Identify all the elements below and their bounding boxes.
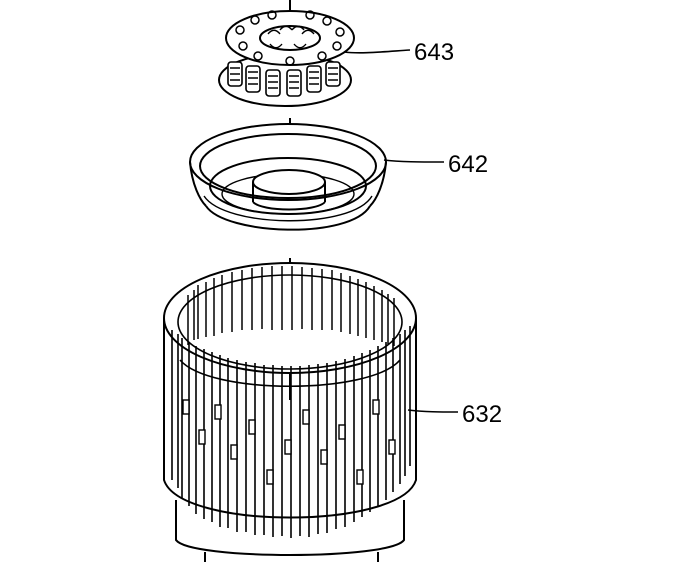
callout-632: 632 — [462, 401, 502, 428]
callout-642: 642 — [448, 151, 488, 178]
callout-leaders — [343, 49, 459, 413]
callout-643: 643 — [414, 39, 454, 66]
leader-632 — [407, 409, 459, 413]
leader-642 — [383, 159, 445, 163]
housing-front-slots — [171, 326, 411, 538]
housing-back-slots — [187, 266, 395, 346]
housing-cutouts — [182, 399, 396, 485]
piston-642 — [189, 123, 387, 231]
spring-assembly-643 — [218, 10, 355, 107]
plate-holes — [235, 10, 345, 66]
clutch-housing-632 — [163, 262, 417, 562]
inner-springs — [267, 25, 315, 49]
leader-643 — [343, 49, 411, 54]
coil-springs — [227, 61, 341, 97]
